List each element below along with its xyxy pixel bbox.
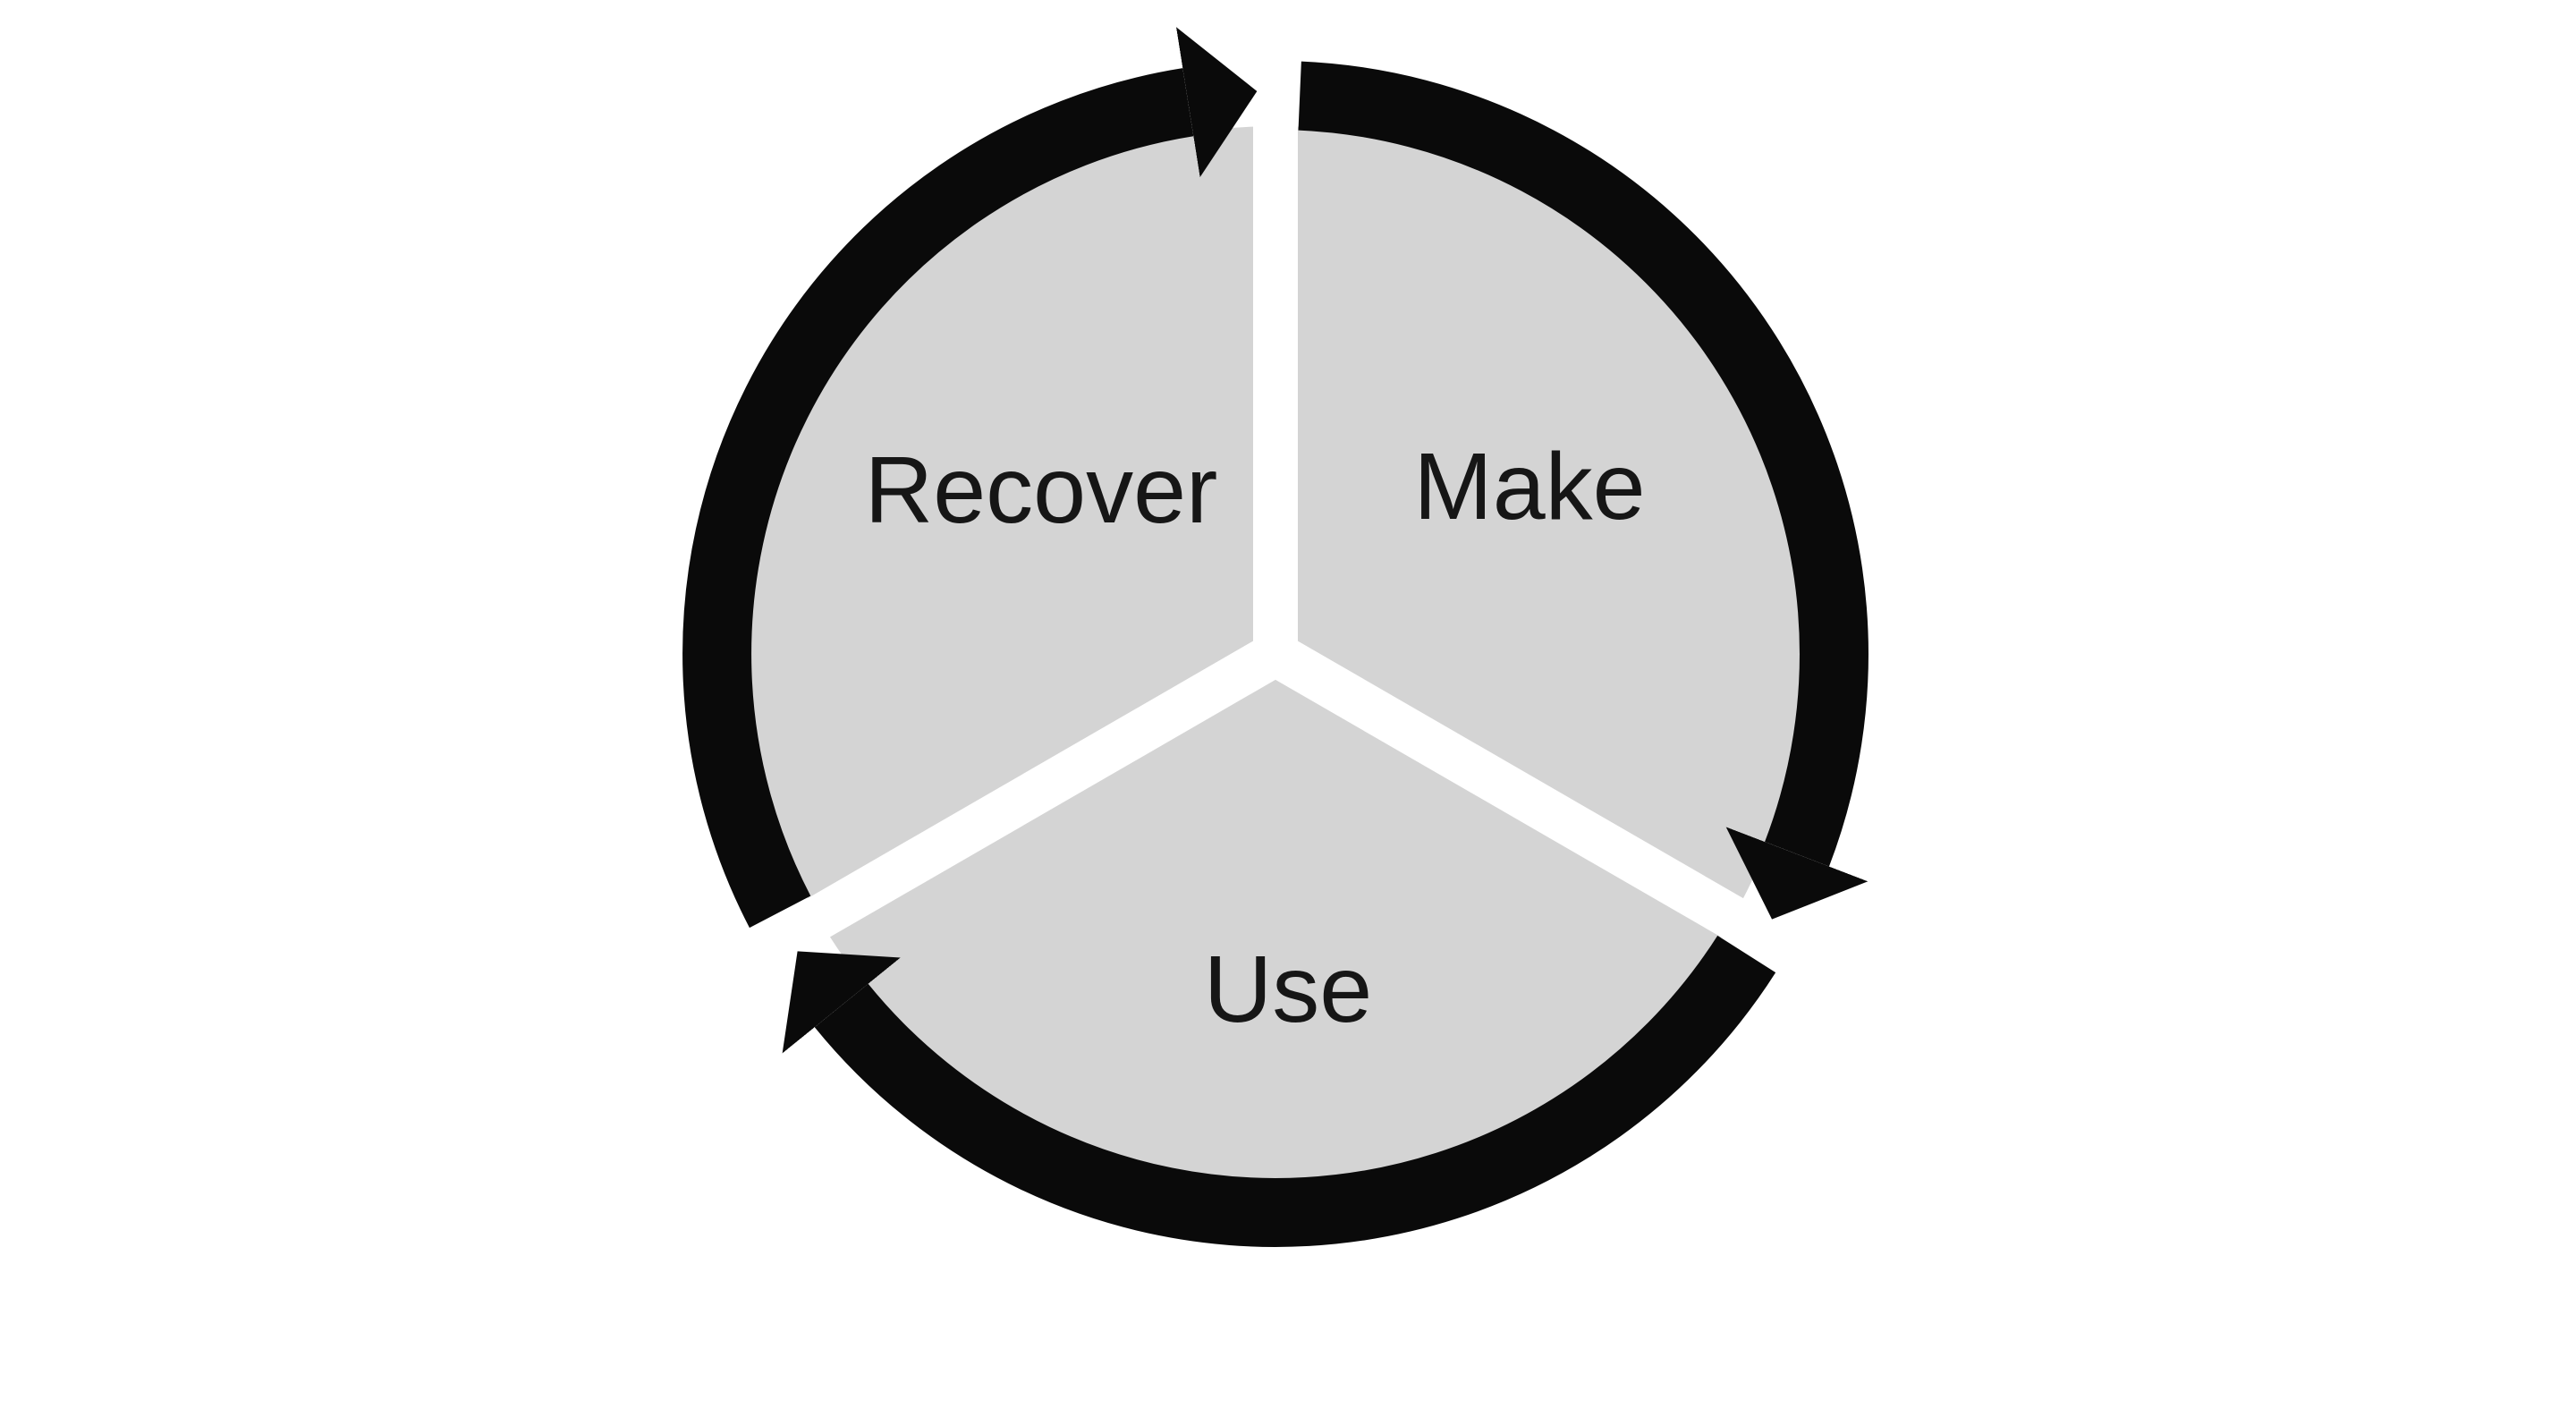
- segment-label-make: Make: [1413, 434, 1645, 539]
- arrow-make-to-use: [1298, 61, 1868, 920]
- segment-label-recover: Recover: [865, 437, 1218, 543]
- divider-bottom-left: [691, 634, 1287, 1005]
- arrow-use-to-recover: [782, 935, 1776, 1247]
- divider-bottom-right: [1264, 634, 1860, 1005]
- segment-dividers: [691, 0, 1860, 1005]
- arrow-recover-to-make: [682, 27, 1258, 929]
- segment-label-use: Use: [1204, 937, 1373, 1042]
- cycle-arrows: [682, 27, 1868, 1247]
